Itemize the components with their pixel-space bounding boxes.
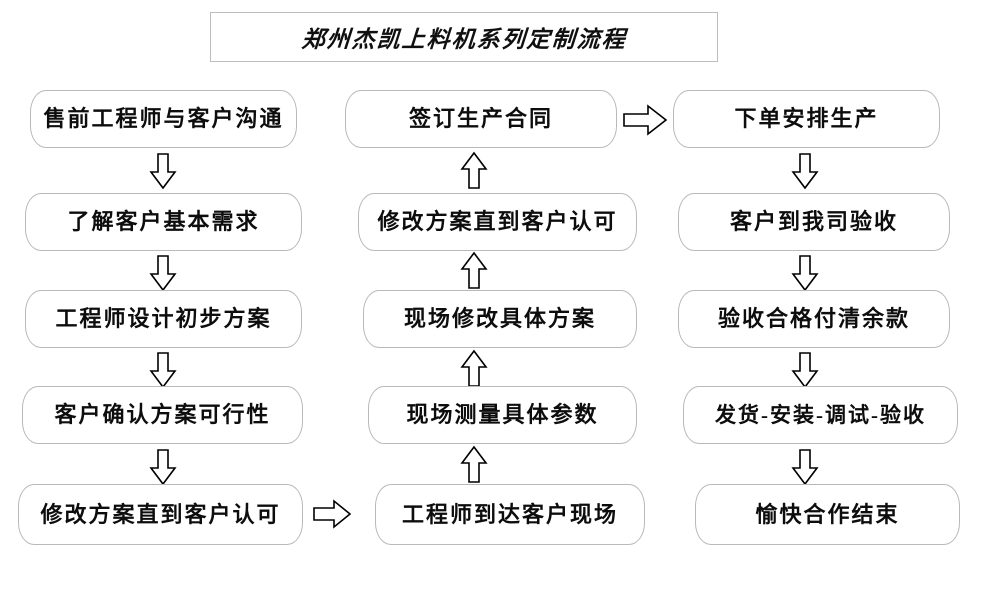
- node-production-5[interactable]: 愉快合作结束: [695, 484, 960, 545]
- arrow-right-icon: [312, 498, 352, 530]
- node-label: 客户确认方案可行性: [54, 402, 271, 427]
- node-label: 客户到我司验收: [729, 209, 898, 234]
- node-label: 了解客户基本需求: [67, 209, 260, 234]
- node-label: 发货-安装-调试-验收: [715, 402, 926, 427]
- arrow-up-icon: [459, 348, 489, 388]
- node-pre-sales-1[interactable]: 售前工程师与客户沟通: [30, 90, 297, 148]
- node-on-site-4[interactable]: 现场测量具体参数: [368, 386, 637, 444]
- node-production-3[interactable]: 验收合格付清余款: [678, 290, 950, 348]
- node-on-site-2[interactable]: 修改方案直到客户认可: [358, 193, 637, 251]
- node-pre-sales-5[interactable]: 修改方案直到客户认可: [18, 484, 303, 545]
- node-pre-sales-4[interactable]: 客户确认方案可行性: [22, 386, 303, 444]
- arrow-down-icon: [790, 351, 820, 389]
- node-label: 现场测量具体参数: [406, 402, 599, 427]
- arrow-right-icon: [622, 103, 668, 137]
- arrow-down-icon: [148, 254, 178, 292]
- node-on-site-1[interactable]: 签订生产合同: [345, 90, 617, 148]
- arrow-down-icon: [148, 448, 178, 486]
- node-label: 工程师设计初步方案: [55, 306, 272, 331]
- arrow-down-icon: [148, 152, 178, 190]
- node-label: 修改方案直到客户认可: [40, 501, 281, 527]
- arrow-up-icon: [459, 250, 489, 290]
- diagram-title: 郑州杰凯上料机系列定制流程: [300, 27, 628, 52]
- node-label: 签订生产合同: [408, 106, 553, 131]
- node-on-site-5[interactable]: 工程师到达客户现场: [375, 484, 645, 545]
- arrow-down-icon: [790, 152, 820, 190]
- node-label: 修改方案直到客户认可: [377, 209, 618, 234]
- arrow-up-icon: [459, 150, 489, 190]
- node-label: 现场修改具体方案: [403, 306, 596, 331]
- arrow-down-icon: [790, 448, 820, 486]
- node-production-2[interactable]: 客户到我司验收: [678, 193, 950, 251]
- node-label: 售前工程师与客户沟通: [43, 106, 284, 131]
- node-label: 愉快合作结束: [755, 501, 900, 527]
- node-production-1[interactable]: 下单安排生产: [673, 90, 940, 148]
- node-label: 工程师到达客户现场: [401, 501, 618, 527]
- node-label: 下单安排生产: [734, 106, 879, 131]
- arrow-up-icon: [459, 444, 489, 484]
- diagram-title-box: 郑州杰凯上料机系列定制流程: [210, 12, 718, 62]
- node-pre-sales-2[interactable]: 了解客户基本需求: [25, 193, 302, 251]
- node-label: 验收合格付清余款: [717, 306, 910, 331]
- node-pre-sales-3[interactable]: 工程师设计初步方案: [25, 290, 302, 348]
- arrow-down-icon: [148, 351, 178, 389]
- node-production-4[interactable]: 发货-安装-调试-验收: [683, 386, 958, 444]
- arrow-down-icon: [790, 254, 820, 292]
- node-on-site-3[interactable]: 现场修改具体方案: [363, 290, 637, 348]
